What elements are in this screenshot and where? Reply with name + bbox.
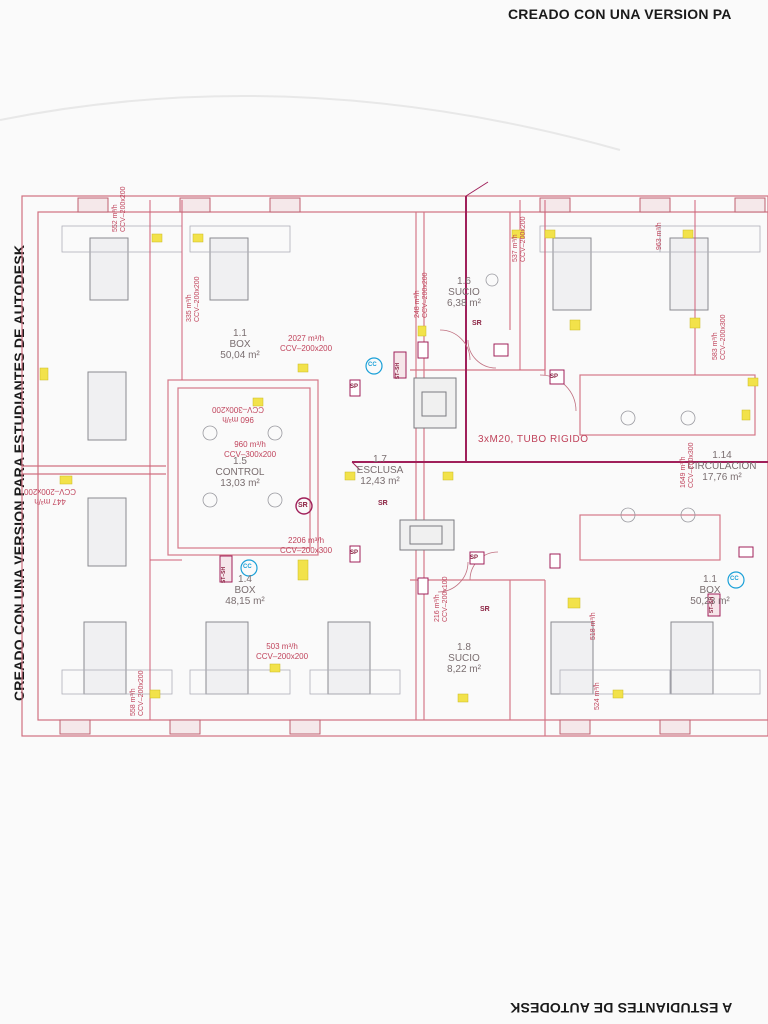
interior-walls [167,212,756,736]
beds [83,237,714,695]
equipment-strips [61,225,761,695]
conduit-arrow [465,181,489,197]
window-bays-bottom [59,719,691,735]
st-sh-symbols [219,351,721,617]
window-bays-top [77,197,766,213]
conduit-tick [351,461,361,471]
air-terminals [39,229,759,703]
cc-symbols [240,357,745,589]
duct-runs [149,200,696,720]
furniture-circles [202,273,696,523]
watermark-top: CREADO CON UNA VERSION PA [508,6,732,22]
paper-crease [0,95,621,151]
sink-fixtures [399,377,457,551]
sr-circle-symbol [295,497,313,515]
outer-walls [21,195,768,737]
sp-symbols [349,341,754,595]
